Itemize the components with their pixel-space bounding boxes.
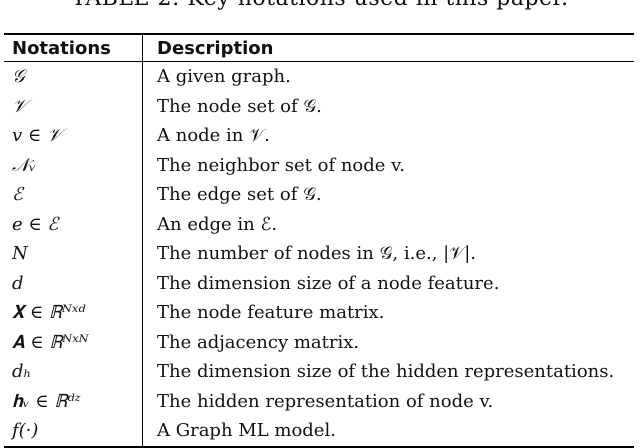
- table-row: dₕ The dimension size of the hidden repre…: [4, 357, 634, 387]
- notation-cell: 𝐗 ∈ ℝᴺˣᵈ: [4, 298, 143, 328]
- description-cell: An edge in ℰ.: [157, 213, 278, 235]
- description-cell: The adjacency matrix.: [157, 331, 360, 353]
- description-cell: The node feature matrix.: [157, 302, 385, 324]
- header-notations: Notations: [4, 34, 143, 62]
- table-caption: TABLE 2: Key notations used in this pape…: [0, 0, 640, 11]
- notation-cell: ℰ: [4, 180, 143, 210]
- notation-cell: 𝒢: [4, 61, 143, 92]
- description-cell: A given graph.: [157, 66, 291, 88]
- description-cell: A node in 𝒱.: [157, 125, 270, 147]
- notation-cell: 𝒱: [4, 91, 143, 121]
- description-cell: The number of nodes in 𝒢, i.e., |𝒱|.: [157, 243, 476, 265]
- notation-cell: 𝐀 ∈ ℝᴺˣᴺ: [4, 327, 143, 357]
- table-row: 𝐗 ∈ ℝᴺˣᵈ The node feature matrix.: [4, 298, 634, 328]
- description-cell: The hidden representation of node v.: [157, 390, 494, 412]
- notation-cell: f(·): [4, 416, 143, 447]
- table-row: 𝒩ᵥ The neighbor set of node v.: [4, 150, 634, 180]
- table-row: d The dimension size of a node feature.: [4, 268, 634, 298]
- table-row: 𝒢 A given graph.: [4, 61, 634, 92]
- description-cell: The dimension size of a node feature.: [157, 272, 500, 294]
- table-row: N The number of nodes in 𝒢, i.e., |𝒱|.: [4, 239, 634, 269]
- table-row: v ∈ 𝒱 A node in 𝒱.: [4, 121, 634, 151]
- description-cell: The edge set of 𝒢.: [157, 184, 322, 206]
- header-row: Notations Description: [4, 34, 634, 62]
- table-row: ℰ The edge set of 𝒢.: [4, 180, 634, 210]
- notation-cell: 𝒩ᵥ: [4, 150, 143, 180]
- notation-cell: 𝐡ᵥ ∈ ℝᵈᶻ: [4, 386, 143, 416]
- table-row: e ∈ ℰ An edge in ℰ.: [4, 209, 634, 239]
- notation-cell: v ∈ 𝒱: [4, 121, 143, 151]
- table-row: 𝒱 The node set of 𝒢.: [4, 91, 634, 121]
- description-cell: The neighbor set of node v.: [157, 154, 405, 176]
- table-row: 𝐀 ∈ ℝᴺˣᴺ The adjacency matrix.: [4, 327, 634, 357]
- table-row: 𝐡ᵥ ∈ ℝᵈᶻ The hidden representation of nod…: [4, 386, 634, 416]
- description-cell: The dimension size of the hidden represe…: [157, 361, 615, 383]
- header-description: Description: [157, 37, 274, 59]
- notation-cell: d: [4, 268, 143, 298]
- description-cell: A Graph ML model.: [157, 420, 336, 442]
- notation-cell: N: [4, 239, 143, 269]
- notation-cell: e ∈ ℰ: [4, 209, 143, 239]
- description-cell: The node set of 𝒢.: [157, 95, 322, 117]
- notation-cell: dₕ: [4, 357, 143, 387]
- table-row: f(·) A Graph ML model.: [4, 416, 634, 447]
